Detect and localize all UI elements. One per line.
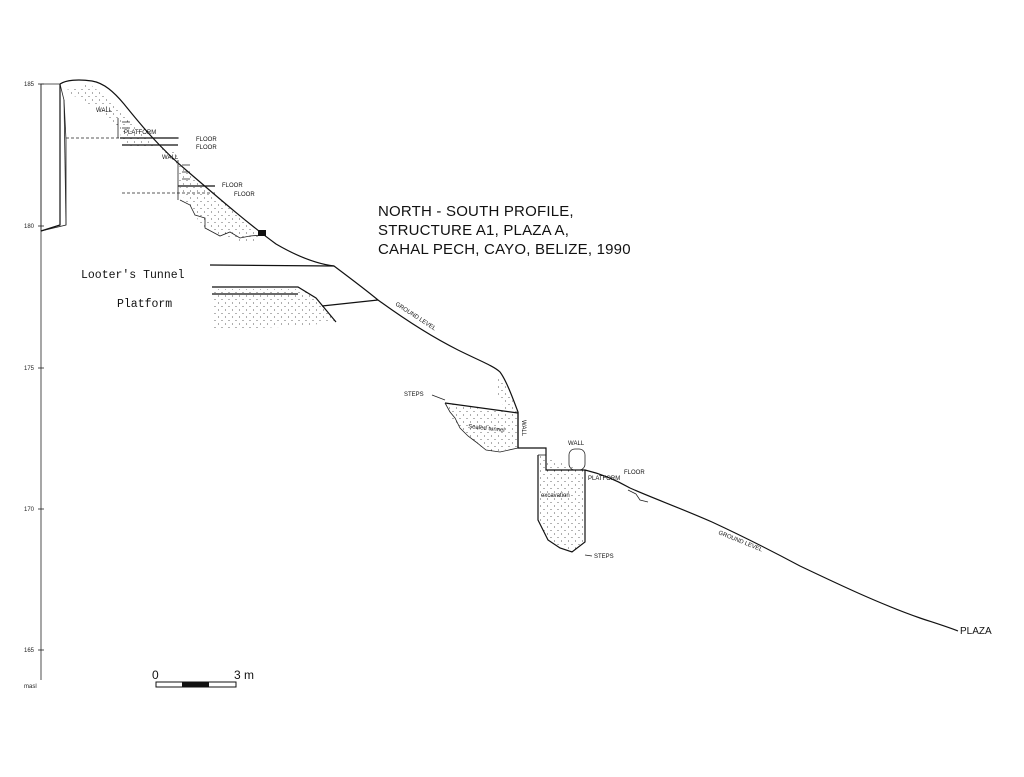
tick-label-185: 185 bbox=[24, 82, 35, 88]
steps-rubble-fill bbox=[495, 370, 518, 413]
upper-structure bbox=[40, 84, 266, 239]
lower-structure bbox=[537, 448, 649, 557]
north-column-inner bbox=[63, 99, 67, 226]
drawing-title: NORTH - SOUTH PROFILE, STRUCTURE A1, PLA… bbox=[378, 203, 631, 258]
lower-step-marks bbox=[627, 489, 649, 503]
label-floor-lower: FLOOR bbox=[624, 470, 645, 476]
label-floor-1: FLOOR bbox=[196, 137, 217, 143]
platform-outline bbox=[212, 286, 337, 323]
tunnel-and-platform: Looter's Tunnel Platform bbox=[81, 264, 379, 323]
mid-steps-outline bbox=[179, 199, 263, 239]
title-line-1: NORTH - SOUTH PROFILE, bbox=[378, 203, 574, 220]
label-floor-4: FLOOR bbox=[234, 192, 255, 198]
tick-label-170: 170 bbox=[24, 507, 35, 513]
excavation-outline bbox=[537, 455, 586, 553]
looters-tunnel-label: Looter's Tunnel bbox=[81, 269, 185, 282]
title-line-2: STRUCTURE A1, PLAZA A, bbox=[378, 222, 569, 239]
platform-ground-line bbox=[321, 299, 379, 307]
upper-slope-fill bbox=[66, 84, 262, 242]
label-plaza: PLAZA bbox=[960, 626, 992, 637]
sealed-tunnel-fill bbox=[445, 403, 518, 452]
scale-end-label: 3 m bbox=[234, 668, 254, 682]
label-floor-2: FLOOR bbox=[196, 145, 217, 151]
scale-start-label: 0 bbox=[152, 668, 159, 682]
tick-label-180: 180 bbox=[24, 224, 35, 230]
title-line-3: CAHAL PECH, CAYO, BELIZE, 1990 bbox=[378, 241, 631, 258]
tick-label-175: 175 bbox=[24, 366, 35, 372]
upper-wall-courses bbox=[117, 118, 130, 138]
north-column-fill bbox=[40, 83, 67, 232]
label-excavation: excavation bbox=[541, 493, 570, 499]
label-steps-upper: STEPS bbox=[404, 392, 424, 398]
mid-wall-courses bbox=[177, 160, 190, 200]
tick-label-165: 165 bbox=[24, 648, 35, 654]
small-stone-block bbox=[258, 230, 266, 236]
middle-structure bbox=[431, 394, 519, 453]
label-sealed-tunnel: Sealed tunnel bbox=[468, 424, 505, 434]
label-wall-vertical: WALL bbox=[520, 420, 526, 437]
platform-label: Platform bbox=[117, 298, 172, 311]
annotations: WALL PLATFORM FLOOR FLOOR WALL FLOOR FLO… bbox=[96, 108, 992, 637]
label-platform-lower: PLATFORM bbox=[588, 476, 620, 482]
excavation-fill bbox=[538, 455, 585, 552]
sealed-tunnel-top bbox=[444, 402, 519, 414]
label-wall-upper: WALL bbox=[96, 108, 113, 114]
axis-unit: masl bbox=[24, 684, 37, 690]
north-column-outline bbox=[40, 84, 61, 232]
looters-tunnel-line bbox=[209, 264, 335, 267]
platform-fill bbox=[212, 289, 336, 328]
label-wall-lower: WALL bbox=[568, 441, 585, 447]
ground-profile bbox=[59, 79, 959, 632]
steps-leader-lower bbox=[584, 554, 593, 557]
label-ground-level-1: GROUND LEVEL bbox=[394, 302, 437, 333]
steps-leader-upper bbox=[431, 394, 446, 401]
hatched-wall bbox=[568, 448, 586, 471]
label-ground-level-2: GROUND LEVEL bbox=[717, 530, 763, 553]
label-platform-upper: PLATFORM bbox=[124, 130, 156, 136]
scale-bar: 0 3 m bbox=[152, 668, 254, 688]
label-steps-lower: STEPS bbox=[594, 554, 614, 560]
sealed-tunnel-steps bbox=[444, 402, 519, 453]
label-floor-3: FLOOR bbox=[222, 183, 243, 189]
label-wall-mid: WALL bbox=[162, 155, 179, 161]
fill-areas bbox=[40, 83, 585, 552]
scale-bar-segment bbox=[182, 682, 209, 687]
